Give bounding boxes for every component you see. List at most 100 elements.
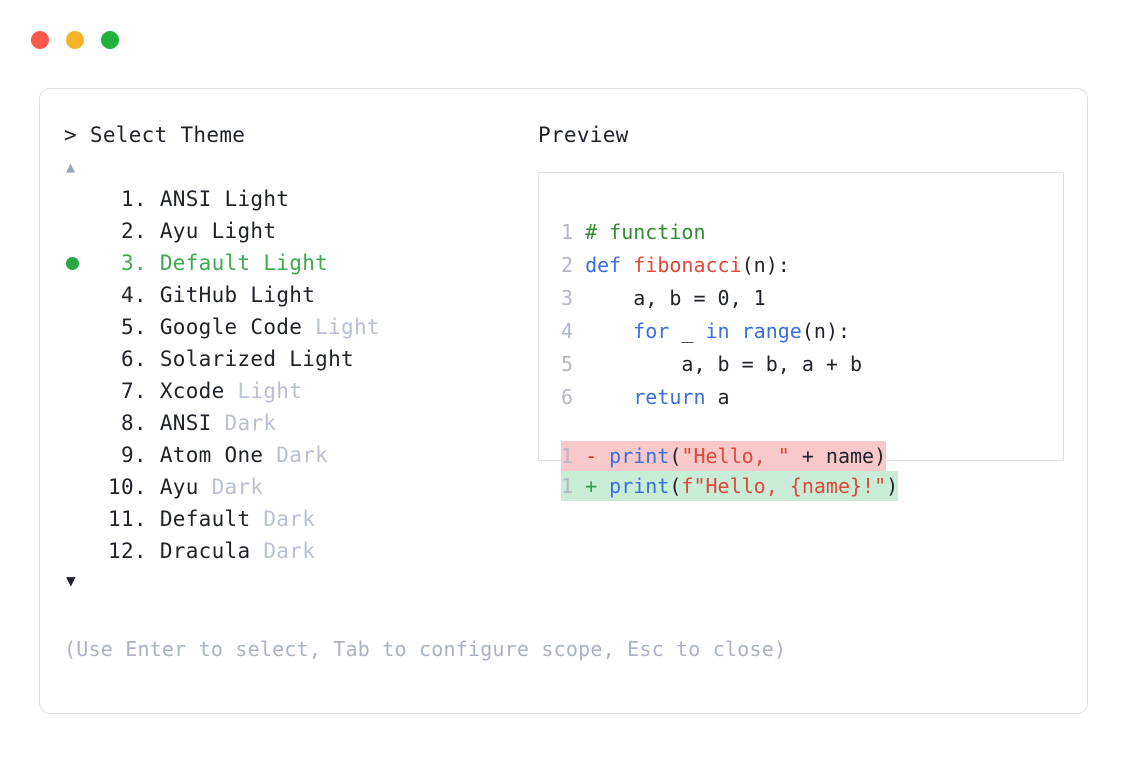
code-line: 3 a, b = 0, 1 [561, 282, 898, 315]
theme-list-item[interactable]: 4. GitHub Light [64, 279, 534, 311]
theme-list-item[interactable]: 6. Solarized Light [64, 343, 534, 375]
theme-item-name: Solarized [159, 347, 277, 371]
theme-item-name: Google Code [159, 315, 303, 339]
theme-item-number: 3 [120, 251, 134, 275]
code-gutter-space [573, 286, 585, 310]
theme-item-separator: . [133, 443, 160, 467]
code-token: a [705, 385, 730, 409]
code-token: ( [669, 444, 682, 468]
scroll-down-icon[interactable]: ▼ [66, 571, 76, 590]
close-icon[interactable] [31, 31, 49, 49]
theme-list-item[interactable]: 1. ANSI Light [64, 183, 534, 215]
window-traffic-lights [31, 31, 119, 49]
maximize-icon[interactable] [101, 31, 119, 49]
theme-list-item[interactable]: 2. Ayu Light [64, 215, 534, 247]
code-line: 5 a, b = b, a + b [561, 348, 898, 381]
diff-marker: + [573, 474, 610, 498]
diff-line-minus: 1 - print("Hello, " + name) [561, 441, 887, 471]
code-line: 6 return a [561, 381, 898, 414]
theme-list-item[interactable]: 7. Xcode Light [64, 375, 534, 407]
code-token: range [741, 319, 802, 343]
theme-item-separator: . [133, 347, 160, 371]
line-number: 1 [561, 444, 574, 468]
theme-item-variant: Light [198, 219, 277, 243]
theme-item-separator: . [133, 187, 160, 211]
diff-marker: - [573, 444, 610, 468]
theme-item-variant: Light [224, 379, 303, 403]
theme-item-number: 12 [108, 539, 134, 563]
theme-item-name: Default [159, 251, 251, 275]
theme-item-separator: . [133, 539, 160, 563]
code-gutter-space [573, 253, 585, 277]
code-line: 2 def fibonacci(n): [561, 249, 898, 282]
code-gutter-space [573, 319, 585, 343]
theme-item-name: Default [159, 507, 251, 531]
code-token: in [705, 319, 730, 343]
code-token: _ [669, 319, 706, 343]
minimize-icon[interactable] [66, 31, 84, 49]
selection-bullet-cell [64, 256, 96, 270]
theme-item-name: ANSI [159, 411, 212, 435]
theme-item-variant: Light [250, 251, 329, 275]
theme-item-number: 8 [120, 411, 134, 435]
theme-item-variant: Dark [211, 411, 277, 435]
theme-item-name: Atom One [159, 443, 264, 467]
line-number: 2 [561, 253, 574, 277]
code-token: ( [669, 474, 682, 498]
code-token [585, 385, 633, 409]
code-token: (n): [801, 319, 851, 343]
code-sample: 1 # function 2 def fibonacci(n):3 a, b = … [561, 216, 899, 501]
theme-item-separator: . [133, 315, 160, 339]
theme-item-name: Ayu [159, 475, 199, 499]
theme-item-number: 11 [108, 507, 134, 531]
scroll-up-icon[interactable]: ▲ [66, 158, 76, 176]
theme-list-item[interactable]: 3. Default Light [64, 247, 534, 279]
theme-list-item[interactable]: 8. ANSI Dark [64, 407, 534, 439]
theme-item-separator: . [133, 251, 160, 275]
theme-item-variant: Dark [198, 475, 264, 499]
theme-item-name: Ayu [159, 219, 199, 243]
code-token: # function [585, 220, 706, 244]
code-token: f"Hello, {name}!" [681, 474, 887, 498]
theme-item-separator: . [133, 283, 160, 307]
line-number: 5 [561, 352, 574, 376]
theme-item-number: 10 [108, 475, 134, 499]
theme-item-separator: . [133, 507, 160, 531]
code-token: return [633, 385, 706, 409]
code-token: "Hello, " [681, 444, 790, 468]
code-token: print [609, 444, 670, 468]
theme-list-item[interactable]: 5. Google Code Light [64, 311, 534, 343]
theme-item-name: GitHub [159, 283, 238, 307]
line-number: 3 [561, 286, 574, 310]
line-number: 1 [561, 220, 574, 244]
theme-item-name: ANSI [159, 187, 212, 211]
code-gutter-space [573, 352, 585, 376]
theme-list-item[interactable]: 10. Ayu Dark [64, 471, 534, 503]
code-token [730, 319, 742, 343]
preview-box: 1 # function 2 def fibonacci(n):3 a, b = … [538, 172, 1064, 501]
theme-item-separator: . [133, 219, 160, 243]
theme-item-number: 2 [120, 219, 134, 243]
theme-item-separator: . [133, 411, 160, 435]
theme-item-name: Xcode [159, 379, 225, 403]
theme-list-item[interactable]: 11. Default Dark [64, 503, 534, 535]
theme-item-number: 5 [120, 315, 134, 339]
code-token: + name) [789, 444, 887, 468]
code-token: ) [886, 474, 899, 498]
theme-item-number: 1 [120, 187, 134, 211]
code-token: def [585, 253, 634, 277]
code-gap [561, 414, 898, 441]
preview-title: Preview [538, 123, 629, 147]
code-gutter-space [573, 220, 585, 244]
keyboard-hint: (Use Enter to select, Tab to configure s… [64, 637, 787, 661]
theme-list-item[interactable]: 9. Atom One Dark [64, 439, 534, 471]
code-token: for [633, 319, 670, 343]
theme-item-variant: Dark [250, 507, 316, 531]
theme-item-number: 6 [120, 347, 134, 371]
page-title: > Select Theme [64, 123, 246, 147]
theme-list-item[interactable]: 12. Dracula Dark [64, 535, 534, 567]
